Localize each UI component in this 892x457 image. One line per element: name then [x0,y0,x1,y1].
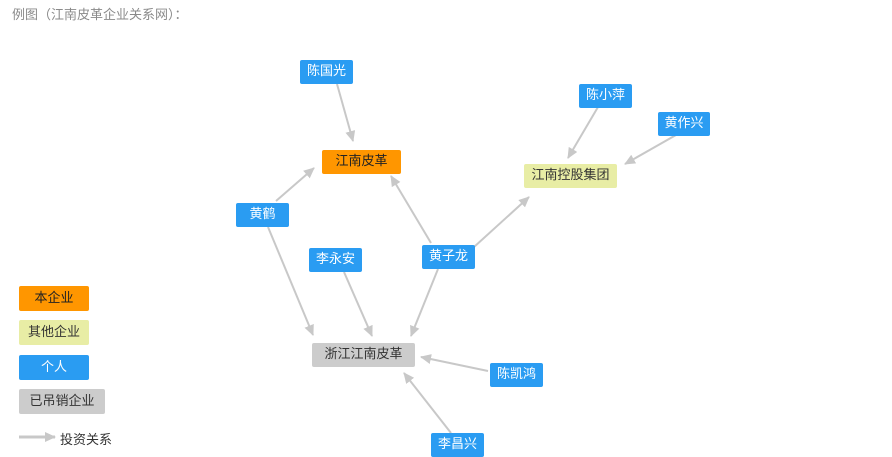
legend-revoked-enterprise: 已吊销企业 [19,389,105,414]
edge-chen-kaihong-to-zhejiang-jiangnan [420,354,489,372]
node-li-changxing[interactable]: 李昌兴 [431,433,484,457]
edge-chen-xiaoping-to-jiangnan-group [567,106,599,159]
edge-li-changxing-to-zhejiang-jiangnan [403,372,452,434]
node-huang-zuoxing[interactable]: 黄作兴 [658,112,710,136]
node-chen-guoguang[interactable]: 陈国光 [300,60,353,84]
legend-other-enterprise: 其他企业 [19,320,89,345]
edge-li-yongan-to-zhejiang-jiangnan [343,271,373,337]
edge-huang-zilong-to-jiangnan-pige [390,175,432,244]
diagram-caption: 例图（江南皮革企业关系网）： [12,8,188,23]
legend-person: 个人 [19,355,89,380]
edge-huang-zilong-to-zhejiang-jiangnan [410,268,439,337]
node-jiangnan-pige[interactable]: 江南皮革 [322,150,401,174]
legend-arrow-label: 投资关系 [60,433,113,448]
edge-huang-he-to-zhejiang-jiangnan [267,226,314,336]
node-chen-kaihong[interactable]: 陈凯鸿 [490,363,543,387]
node-huang-zilong[interactable]: 黄子龙 [422,245,475,269]
edge-huang-zilong-to-jiangnan-group [473,196,530,248]
legend-main-enterprise: 本企业 [19,286,89,311]
node-li-yongan[interactable]: 李永安 [309,248,362,272]
edge-chen-guoguang-to-jiangnan-pige [336,83,356,142]
node-jiangnan-group[interactable]: 江南控股集团 [524,164,617,188]
node-chen-xiaoping[interactable]: 陈小萍 [579,84,632,108]
node-huang-he[interactable]: 黄鹤 [236,203,289,227]
node-zhejiang-jiangnan[interactable]: 浙江江南皮革 [312,343,415,367]
edge-huang-he-to-jiangnan-pige [275,167,315,202]
edge-huang-zuoxing-to-jiangnan-group [624,134,677,165]
